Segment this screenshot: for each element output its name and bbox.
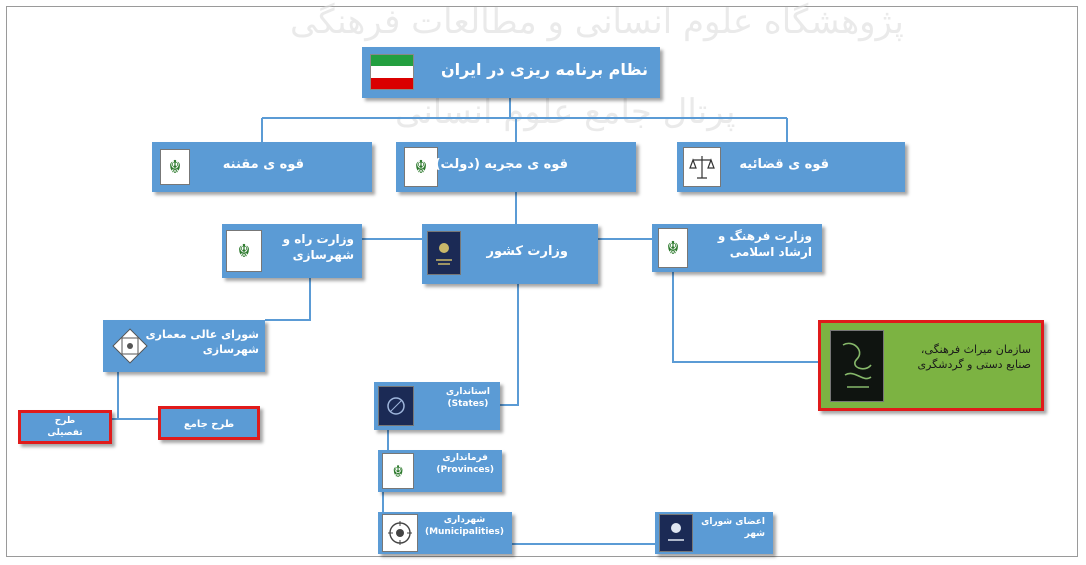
node-label: قوه ی مجریه (دولت) <box>434 157 568 172</box>
node-municipalities: شهرداری (Municipalities) <box>378 512 512 554</box>
node-judiciary: قوه ی قضائیه <box>677 142 905 192</box>
architecture-council-logo-icon <box>107 323 153 369</box>
node-label: فرمانداری (Provinces) <box>436 453 494 476</box>
iran-flag-icon <box>370 54 414 90</box>
node-label: اعضای شورای شهر <box>701 517 765 540</box>
iran-emblem-logo-icon: ☬ <box>658 228 688 268</box>
node-label: استانداری (States) <box>445 387 490 410</box>
node-ministry-interior: وزارت کشور <box>422 224 598 284</box>
node-label: وزارت راه و شهرسازی <box>282 232 354 263</box>
node-county-provinces: ☬ فرمانداری (Provinces) <box>378 450 502 492</box>
svg-text:☬: ☬ <box>169 157 182 178</box>
node-label: طرح جامع <box>183 419 235 430</box>
node-governorate-states: استانداری (States) <box>374 382 500 430</box>
node-label: قوه ی مقننه <box>222 157 304 172</box>
city-council-logo-icon <box>659 514 693 552</box>
node-label: نظام برنامه ریزی در ایران <box>440 60 648 79</box>
municipality-logo-icon <box>382 514 418 552</box>
judiciary-scales-logo-icon <box>683 147 721 187</box>
svg-text:☬: ☬ <box>238 241 251 262</box>
node-ministry-roads: ☬ وزارت راه و شهرسازی <box>222 224 362 278</box>
node-detailed-plan: طرح تفصیلی <box>18 410 112 444</box>
interior-ministry-logo-icon <box>427 231 461 275</box>
svg-text:☬: ☬ <box>392 462 403 481</box>
node-label: طرح تفصیلی <box>47 416 83 439</box>
iran-emblem-logo-icon: ☬ <box>160 149 190 185</box>
svg-text:☬: ☬ <box>667 238 680 259</box>
node-label: شورای عالی معماری شهرسازی <box>145 328 259 356</box>
node-label: وزارت فرهنگ و ارشاد اسلامی <box>717 229 812 260</box>
iran-emblem-logo-icon: ☬ <box>404 147 438 187</box>
node-label: سازمان میراث فرهنگی، صنایع دستی و گردشگر… <box>917 343 1031 371</box>
calligraphy-logo-icon <box>830 330 884 402</box>
node-label: وزارت کشور <box>486 244 568 259</box>
connector-roads-council <box>265 278 311 321</box>
node-label: شهرداری (Municipalities) <box>424 515 504 538</box>
governorate-logo-icon <box>378 386 414 426</box>
node-label: قوه ی قضائیه <box>739 157 829 172</box>
node-legislative: ☬ قوه ی مقننه <box>152 142 372 192</box>
connector-culture-heritage <box>672 272 818 363</box>
svg-text:☬: ☬ <box>415 157 428 178</box>
node-cultural-heritage-org: سازمان میراث فرهنگی، صنایع دستی و گردشگر… <box>818 320 1044 411</box>
node-planning-system: نظام برنامه ریزی در ایران <box>362 47 660 98</box>
connector-interior-states <box>500 284 519 406</box>
node-architecture-council: شورای عالی معماری شهرسازی <box>103 320 265 372</box>
node-master-plan: طرح جامع <box>158 406 260 440</box>
node-city-council: اعضای شورای شهر <box>655 512 773 554</box>
iran-emblem-logo-icon: ☬ <box>382 453 414 489</box>
iran-emblem-logo-icon: ☬ <box>226 230 262 272</box>
node-ministry-culture: ☬ وزارت فرهنگ و ارشاد اسلامی <box>652 224 822 272</box>
node-executive: ☬ قوه ی مجریه (دولت) <box>396 142 636 192</box>
